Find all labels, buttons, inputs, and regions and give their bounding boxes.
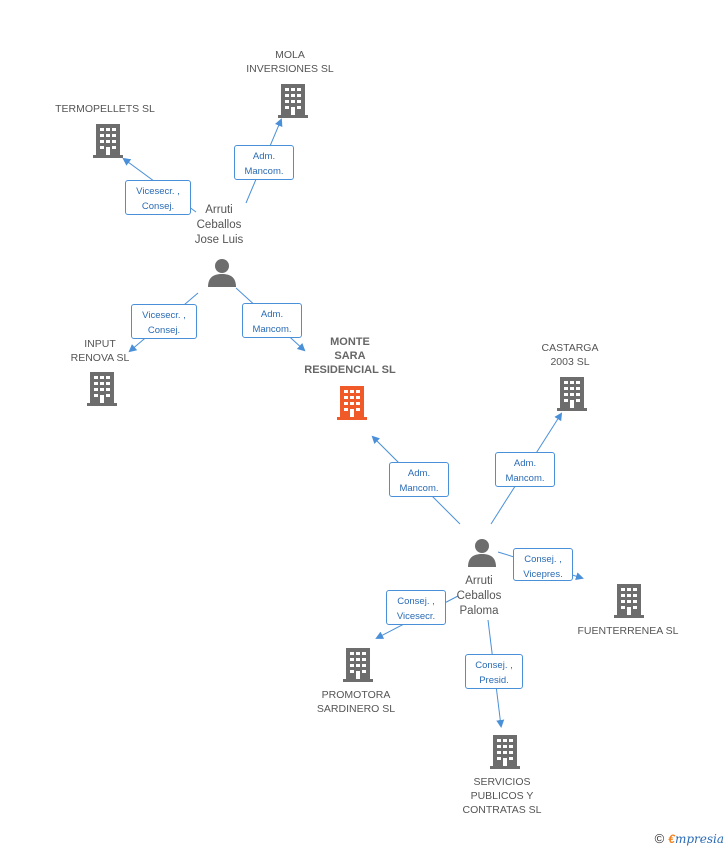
building-icon[interactable] (490, 735, 520, 774)
building-icon[interactable] (278, 84, 308, 123)
company-label-castarga[interactable]: CASTARGA 2003 SL (541, 342, 599, 368)
edge-label-pa-castarga: Adm. Mancom. (495, 452, 555, 487)
building-icon[interactable] (93, 124, 123, 163)
brand-footer[interactable]: ©€mpresia (655, 831, 724, 846)
edge-label-jl-input: Vicesecr. , Consej. (131, 304, 197, 339)
building-focus-icon[interactable] (337, 386, 367, 425)
building-icon[interactable] (343, 648, 373, 687)
edge-label-pa-monte: Adm. Mancom. (389, 462, 449, 497)
person-icon[interactable] (207, 258, 237, 293)
edge-label-pa-servicios: Consej. , Presid. (465, 654, 523, 689)
edge-label-jl-termopellets: Vicesecr. , Consej. (125, 180, 191, 215)
building-icon[interactable] (557, 377, 587, 416)
company-label-promotora[interactable]: PROMOTORA SARDINERO SL (316, 689, 396, 715)
edge-label-pa-fuenterrenea: Consej. , Vicepres. (513, 548, 573, 581)
brand-logo-mark: € (668, 832, 675, 846)
person-label-jose-luis[interactable]: Arruti Ceballos Jose Luis (194, 204, 244, 246)
company-label-servicios[interactable]: SERVICIOS PUBLICOS Y CONTRATAS SL (462, 776, 542, 816)
company-label-monte-sara[interactable]: MONTE SARA RESIDENCIAL SL (304, 336, 396, 376)
edge-label-jl-monte: Adm. Mancom. (242, 303, 302, 338)
copyright-symbol: © (654, 831, 665, 846)
building-icon[interactable] (87, 372, 117, 411)
edge-label-jl-mola: Adm. Mancom. (234, 145, 294, 180)
company-label-mola[interactable]: MOLA INVERSIONES SL (246, 49, 334, 75)
person-label-paloma[interactable]: Arruti Ceballos Paloma (456, 575, 502, 617)
company-label-input-renova[interactable]: INPUT RENOVA SL (70, 338, 130, 364)
edge-label-pa-promotora: Consej. , Vicesecr. (386, 590, 446, 625)
company-label-fuenterrenea[interactable]: FUENTERRENEA SL (577, 625, 679, 637)
building-icon[interactable] (614, 584, 644, 623)
person-icon[interactable] (467, 538, 497, 573)
company-label-termopellets[interactable]: TERMOPELLETS SL (55, 103, 155, 115)
brand-logo-text: mpresia (674, 832, 724, 846)
